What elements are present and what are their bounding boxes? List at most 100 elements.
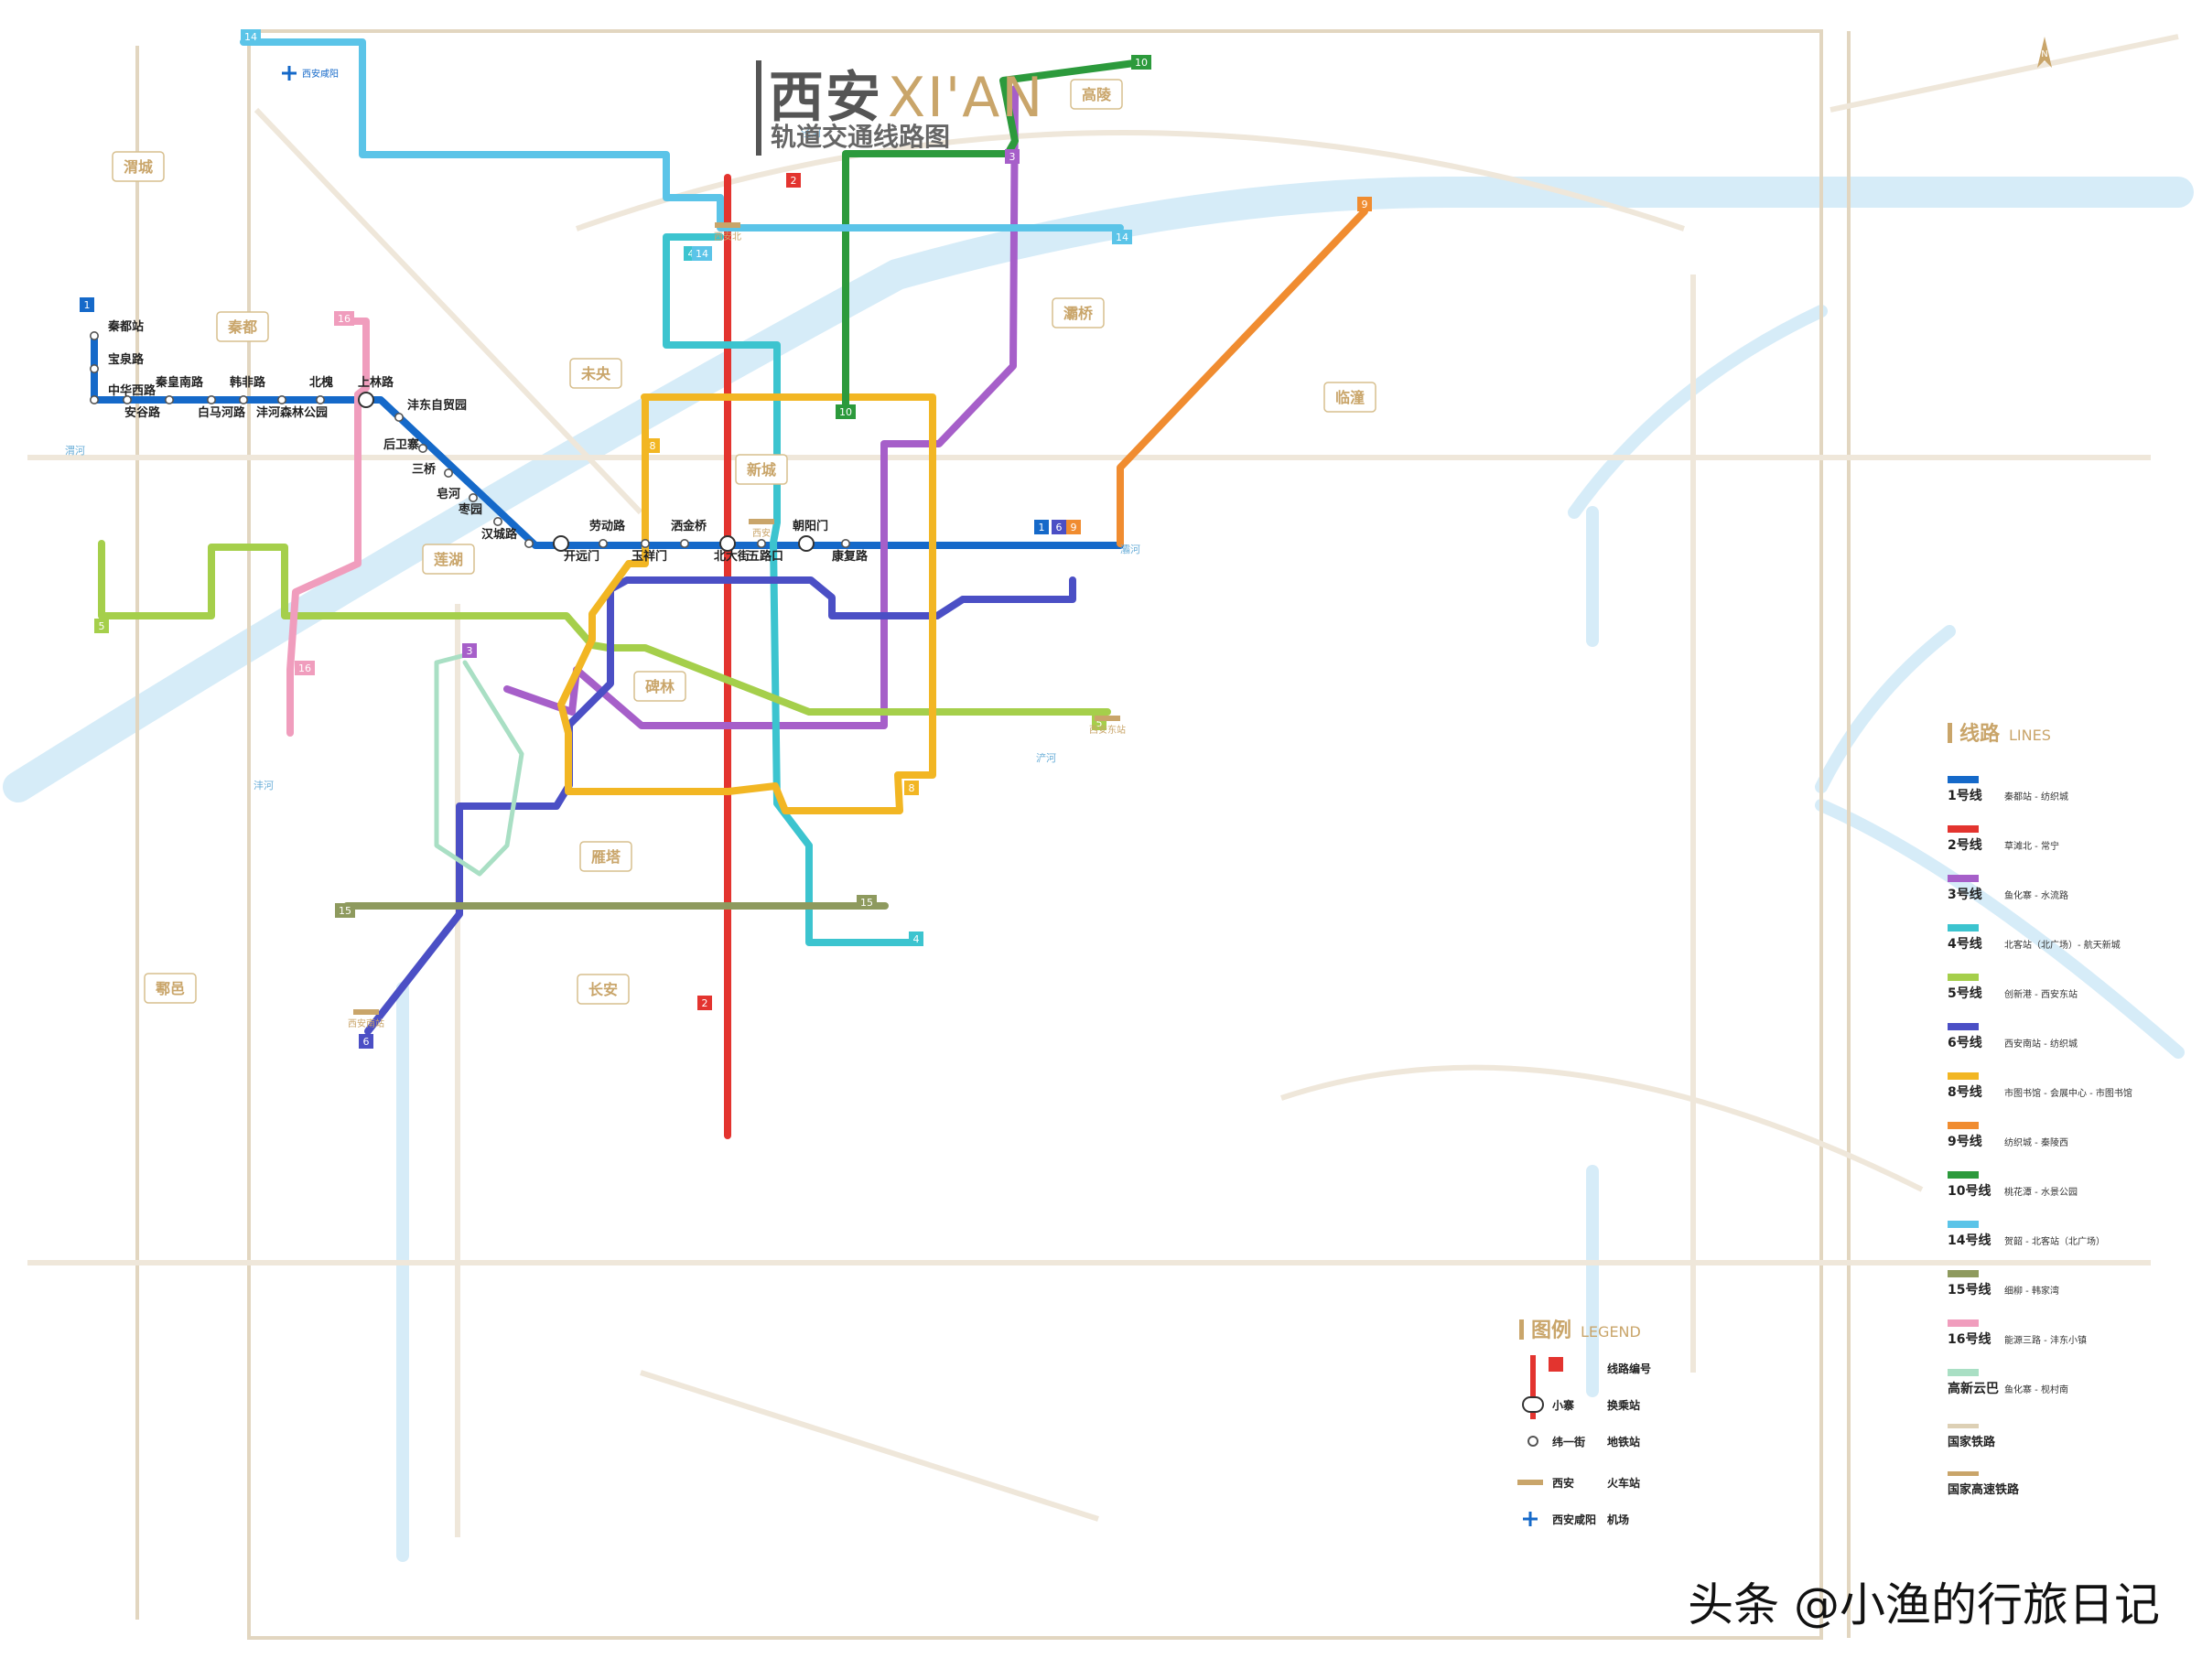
station-label: 沣东自贸园 xyxy=(407,398,467,413)
road-line xyxy=(640,1370,1099,1522)
station-label: 洒金桥 xyxy=(671,519,707,533)
metro-station[interactable] xyxy=(276,394,286,404)
legend-rail-swatch xyxy=(1948,1471,1979,1476)
railway-station-label: 西安南站 xyxy=(348,1018,384,1029)
legend-line-desc: 鱼化寨 - 枧村南 xyxy=(2004,1384,2068,1395)
river-label: 渭河 xyxy=(65,445,85,457)
legend-line-swatch xyxy=(1948,1319,1979,1327)
legend-line-swatch xyxy=(1948,776,1979,783)
district-label: 莲湖 xyxy=(434,551,463,568)
station-label: 北槐 xyxy=(309,375,333,390)
railway-station-icon xyxy=(1095,716,1120,721)
legend-symbol-label: 换乘站 xyxy=(1607,1398,1640,1412)
line-badge-8 xyxy=(904,781,919,795)
line-number-icon xyxy=(1530,1355,1536,1419)
metro-line-14 xyxy=(240,38,1124,232)
metro-station[interactable] xyxy=(90,363,100,373)
legend-line-name: 1号线 xyxy=(1948,788,1982,803)
metro-station[interactable] xyxy=(123,394,133,404)
metro-station[interactable] xyxy=(165,394,175,404)
metro-station[interactable] xyxy=(492,516,502,526)
legend-line-name: 10号线 xyxy=(1948,1183,1991,1199)
line-badge-number: 9 xyxy=(1071,522,1077,533)
line-badge-15 xyxy=(335,903,355,918)
metro-station[interactable] xyxy=(315,394,325,404)
transfer-station[interactable] xyxy=(719,535,736,552)
station-label: 中华西路 xyxy=(108,383,157,398)
legend-symbol-sample: 纬一街 xyxy=(1552,1435,1585,1448)
metro-station[interactable] xyxy=(90,394,100,404)
legend-symbol-label: 火车站 xyxy=(1607,1476,1640,1490)
railway-station-icon xyxy=(1517,1480,1543,1485)
transfer-station[interactable] xyxy=(798,535,815,552)
line-badge-8 xyxy=(645,438,660,453)
station-label: 沣河森林公园 xyxy=(256,405,328,420)
legend-line-name: 9号线 xyxy=(1948,1134,1982,1149)
legend-line-swatch xyxy=(1948,1171,1979,1179)
line-badge-number: 14 xyxy=(1116,232,1128,243)
legend-symbol-label: 地铁站 xyxy=(1607,1435,1640,1448)
railway-station-icon xyxy=(749,519,774,524)
metro-station[interactable] xyxy=(417,443,427,453)
legend-line-desc: 鱼化寨 - 水流路 xyxy=(2004,889,2068,901)
district-box xyxy=(577,974,630,1005)
station-label: 劳动路 xyxy=(589,519,626,533)
legend-line-swatch xyxy=(1948,875,1979,882)
line-badge-number: 15 xyxy=(339,905,351,917)
station-label: 枣园 xyxy=(458,502,482,517)
station-label: 后卫寨 xyxy=(383,437,419,452)
district-label: 长安 xyxy=(588,981,618,998)
district-label: 渭城 xyxy=(124,158,153,176)
line-badge-number: 5 xyxy=(1096,717,1103,729)
metro-station[interactable] xyxy=(238,394,248,404)
watermark: 头条 @小渔的行旅日记 xyxy=(1688,1578,2160,1632)
river-label: 沣河 xyxy=(254,780,274,792)
metro-station[interactable] xyxy=(443,468,453,478)
metro-station[interactable] xyxy=(756,538,766,548)
legend-line-desc: 草滩北 - 常宁 xyxy=(2004,840,2059,852)
line-badge-number: 14 xyxy=(244,31,257,43)
metro-station[interactable] xyxy=(840,538,850,548)
metro-station[interactable] xyxy=(679,538,689,548)
metro-station[interactable] xyxy=(524,538,534,548)
transfer-station[interactable] xyxy=(358,392,374,408)
line-badge-number: 15 xyxy=(860,897,873,909)
airport-label: 西安咸阳 xyxy=(302,68,339,80)
metro-station[interactable] xyxy=(640,538,650,548)
river-label: 泾河 xyxy=(801,127,821,139)
station-label: 朝阳门 xyxy=(793,519,828,533)
railway-station-icon xyxy=(715,222,740,228)
metro-line-6 xyxy=(364,576,1076,1035)
line-badge-3 xyxy=(1005,149,1020,164)
line-badge-number: 8 xyxy=(650,440,656,452)
line-badge-number: 10 xyxy=(1135,57,1148,69)
legend-line-swatch xyxy=(1948,1270,1979,1277)
district-label: 碑林 xyxy=(645,678,675,695)
station-label: 五路口 xyxy=(748,549,783,564)
river xyxy=(3,177,2194,802)
line-badge-16 xyxy=(295,661,315,675)
river-label: 灞河 xyxy=(1120,544,1140,555)
metro-line-16 xyxy=(286,318,370,737)
legend-symbol-sample: 小寨 xyxy=(1552,1398,1574,1412)
transfer-station[interactable] xyxy=(553,535,569,552)
line-badge-number: 3 xyxy=(1009,151,1016,163)
metro-station[interactable] xyxy=(207,394,217,404)
title-en: XI'AN xyxy=(888,66,1045,130)
metro-station[interactable] xyxy=(598,538,608,548)
metro-station[interactable] xyxy=(468,492,478,502)
line-badge-15 xyxy=(857,895,877,910)
line-badge-number: 10 xyxy=(839,406,852,418)
legend-line-name: 高新云巴 xyxy=(1948,1381,1999,1396)
station-label: 汉城路 xyxy=(481,527,518,542)
legend-symbol-label: 线路编号 xyxy=(1607,1362,1651,1375)
district-box xyxy=(1052,297,1105,328)
metro-station[interactable] xyxy=(90,330,100,340)
legend-symbol-sample: 西安咸阳 xyxy=(1552,1513,1596,1526)
district-box xyxy=(216,311,269,342)
metro-line-3 xyxy=(503,85,1019,729)
metro-station[interactable] xyxy=(394,412,404,422)
